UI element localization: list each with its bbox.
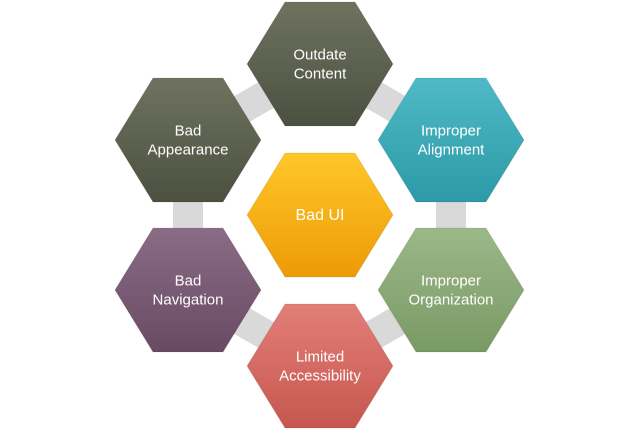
hex-improper-organization-label-line: Improper	[421, 273, 481, 290]
hexagon-layer: OutdateContentImproperAlignmentImproperO…	[114, 1, 525, 429]
hex-outdate-content-shape	[246, 1, 394, 127]
hex-bad-appearance-shape	[114, 77, 262, 203]
hex-bad-navigation-label-line: Bad	[175, 273, 202, 290]
hex-bad-navigation-shape	[114, 227, 262, 353]
hex-outdate-content-label-line: Outdate	[293, 47, 346, 64]
hex-improper-alignment-label-line: Improper	[421, 123, 481, 140]
hex-bad-appearance-label-line: Bad	[175, 123, 202, 140]
hex-improper-organization-shape	[377, 227, 525, 353]
hex-center-bad-ui-label-line: Bad UI	[296, 207, 345, 224]
hex-limited-accessibility-label-line: Limited	[296, 349, 344, 366]
hex-limited-accessibility-label-line: Accessibility	[279, 368, 361, 385]
hex-center-bad-ui-shape	[246, 152, 394, 278]
hex-improper-alignment-shape	[377, 77, 525, 203]
hex-outdate-content-label-line: Content	[294, 66, 347, 83]
hex-improper-organization-label-line: Organization	[408, 292, 493, 309]
hex-improper-alignment-label-line: Alignment	[418, 142, 486, 159]
hex-bad-appearance-label-line: Appearance	[148, 142, 229, 159]
hex-center-bad-ui: Bad UI	[246, 152, 394, 278]
hex-limited-accessibility-shape	[246, 303, 394, 429]
hex-bad-navigation-label-line: Navigation	[153, 292, 224, 309]
